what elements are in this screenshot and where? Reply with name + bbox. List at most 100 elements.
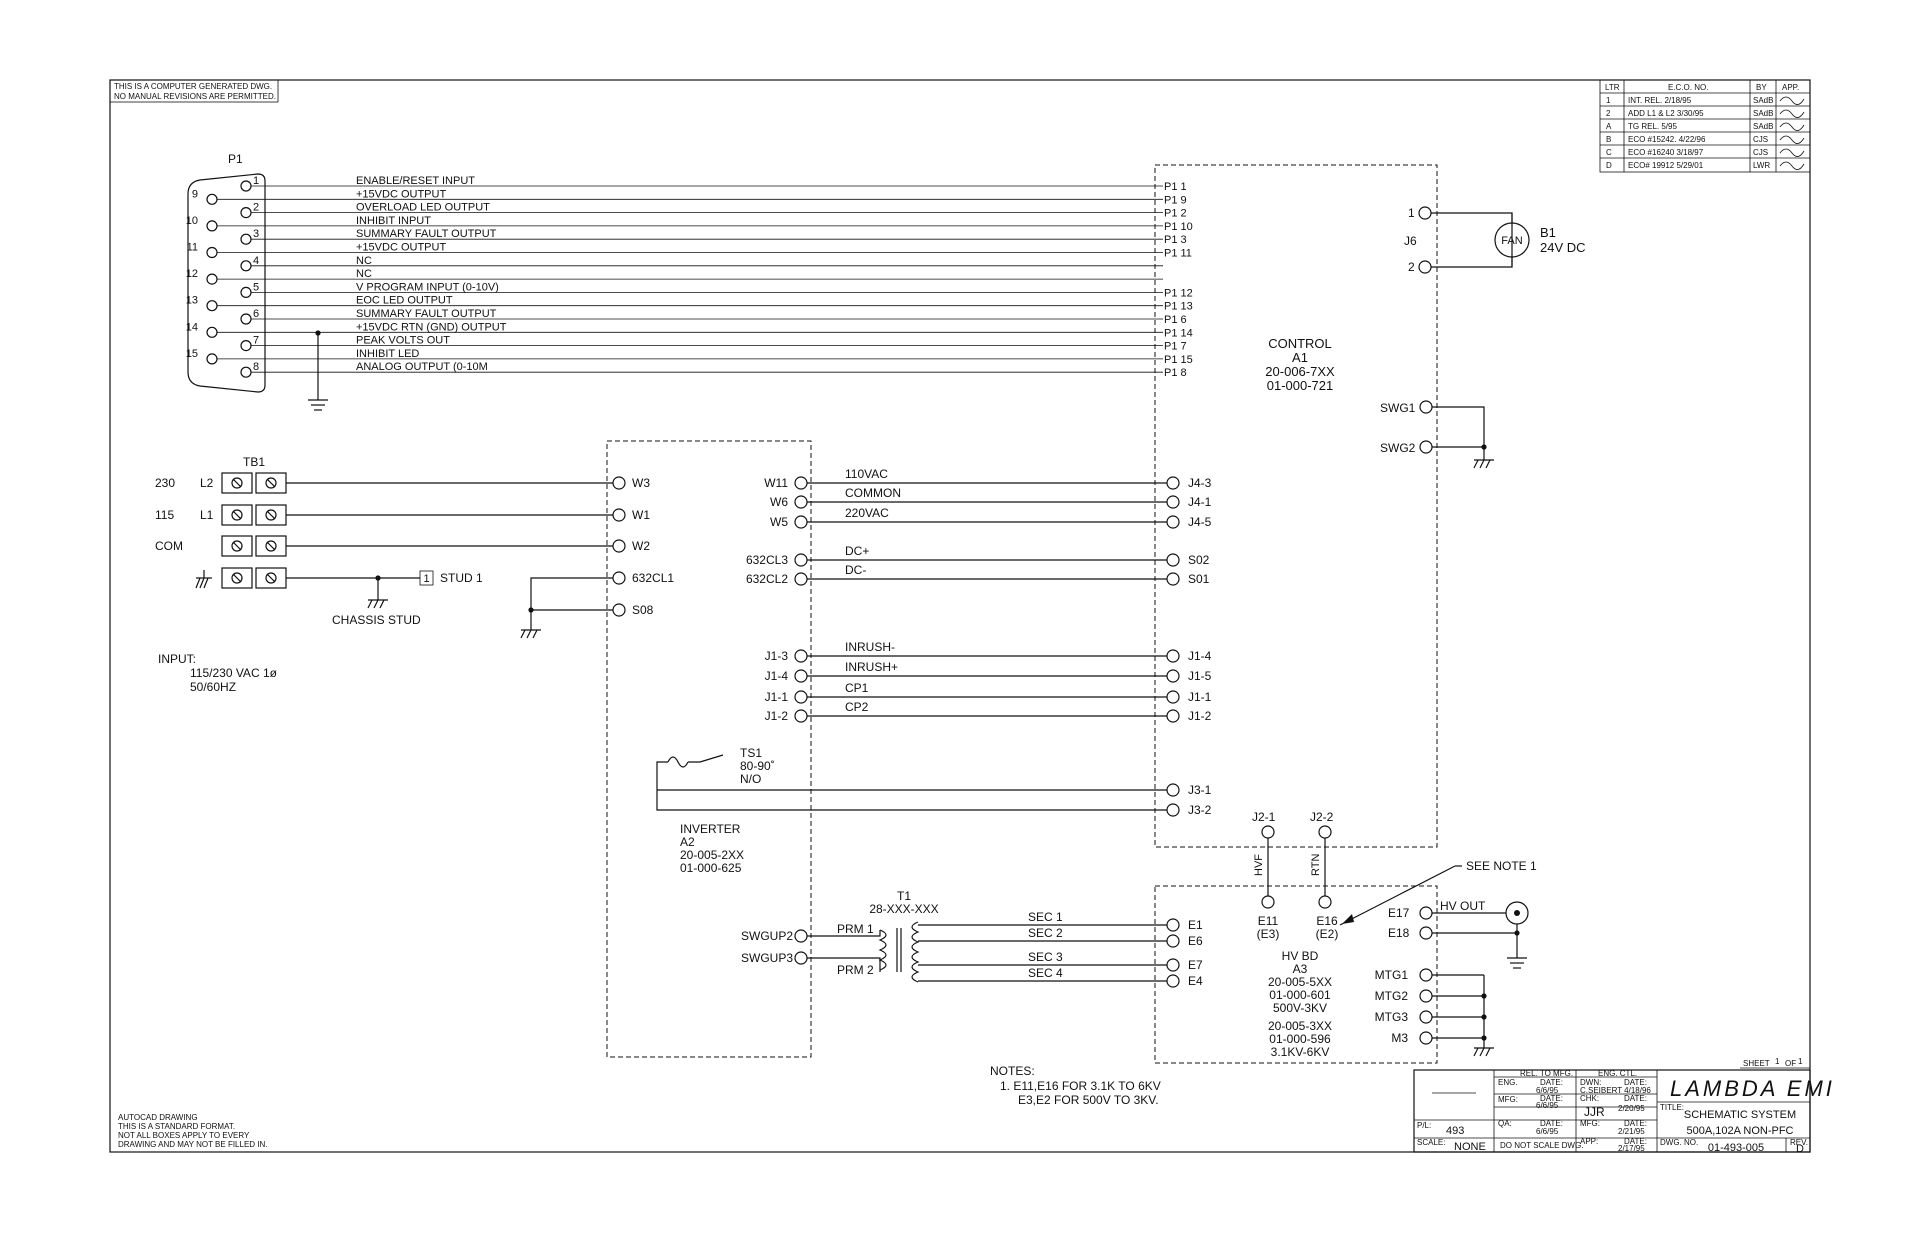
mtg-pin xyxy=(1419,1010,1433,1024)
secondary-label: SEC 3 xyxy=(1028,950,1063,964)
link-signal-label: INRUSH- xyxy=(845,640,895,654)
svg-text:W1: W1 xyxy=(632,508,650,522)
svg-text:B1: B1 xyxy=(1540,225,1556,240)
mtg-label: MTG3 xyxy=(1375,1010,1409,1024)
svg-text:DATE:: DATE: xyxy=(1624,1094,1647,1103)
p1-pin xyxy=(240,366,252,378)
mtg-pin xyxy=(1419,968,1433,982)
svg-text:2: 2 xyxy=(1408,260,1415,274)
secondary-label: SEC 2 xyxy=(1028,926,1063,940)
svg-text:AUTOCAD DRAWING: AUTOCAD DRAWING xyxy=(118,1113,198,1122)
revision-ltr: A xyxy=(1606,122,1612,131)
revision-by: CJS xyxy=(1753,135,1768,144)
svg-text:DATE:: DATE: xyxy=(1624,1078,1647,1087)
svg-text:SHEET: SHEET xyxy=(1743,1059,1770,1068)
inverter-pin xyxy=(794,515,808,529)
svg-text:HV OUT: HV OUT xyxy=(1440,899,1486,913)
signal-label: NC xyxy=(356,268,372,280)
link-signal-label: COMMON xyxy=(845,486,901,500)
p1-pin-number: 12 xyxy=(186,268,198,280)
svg-text:500A,102A NON-PFC: 500A,102A NON-PFC xyxy=(1687,1125,1794,1137)
mtg-pin xyxy=(1419,989,1433,1003)
svg-text:NOTES:: NOTES: xyxy=(990,1064,1035,1078)
svg-text:6/6/95: 6/6/95 xyxy=(1536,1101,1559,1110)
svg-text:1: 1 xyxy=(1408,206,1415,220)
svg-text:HVF: HVF xyxy=(1253,854,1265,876)
swg-ground: SWG1 SWG2 xyxy=(1380,400,1494,469)
svg-text:24V DC: 24V DC xyxy=(1540,240,1586,255)
notice-bottom: AUTOCAD DRAWING THIS IS A STANDARD FORMA… xyxy=(118,1113,268,1149)
svg-text:TB1: TB1 xyxy=(243,455,265,469)
signal-label: +15VDC OUTPUT xyxy=(356,242,446,254)
p1-pin-number: 4 xyxy=(253,255,259,267)
svg-text:P/L:: P/L: xyxy=(1417,1121,1431,1130)
hv-pin xyxy=(1166,974,1180,988)
revision-by: SAdB xyxy=(1753,122,1773,131)
inverter-pin xyxy=(794,649,808,663)
svg-text:E16: E16 xyxy=(1316,914,1338,928)
title-block: SHEET 1 OF 1 REL. TO MFG. ENG. CTL. ENG.… xyxy=(1413,1057,1835,1155)
hv-pin xyxy=(1166,934,1180,948)
svg-text:DRAWING AND MAY NOT BE FILLED: DRAWING AND MAY NOT BE FILLED IN. xyxy=(118,1140,268,1149)
control-pin-label: P1 3 xyxy=(1164,234,1187,246)
signal-label: ANALOG OUTPUT (0-10M xyxy=(356,361,488,373)
control-pin xyxy=(1166,669,1180,683)
p1-pin xyxy=(240,207,252,219)
svg-text:E17: E17 xyxy=(1388,906,1410,920)
notice-top: THIS IS A COMPUTER GENERATED DWG. NO MAN… xyxy=(109,79,279,103)
svg-text:DO NOT SCALE DWG.: DO NOT SCALE DWG. xyxy=(1500,1141,1583,1150)
svg-text:1: 1 xyxy=(1798,1057,1803,1066)
control-pin xyxy=(1166,476,1180,490)
control-pin-label: P1 7 xyxy=(1164,341,1187,353)
svg-text:1: 1 xyxy=(423,573,429,585)
control-pin-label: P1 11 xyxy=(1164,248,1192,260)
control-pin-label: P1 13 xyxy=(1164,301,1193,313)
line-label: L2 xyxy=(200,476,214,490)
inverter-pin xyxy=(794,476,808,490)
control-pin xyxy=(1166,553,1180,567)
hv-pin-label: E6 xyxy=(1188,934,1203,948)
control-pin xyxy=(1166,495,1180,509)
svg-text:APP:: APP: xyxy=(1580,1137,1598,1146)
svg-text:APP.: APP. xyxy=(1782,83,1799,92)
control-pin-label: P1 8 xyxy=(1164,367,1187,379)
svg-text:PRM 1: PRM 1 xyxy=(837,922,874,936)
svg-text:DWG. NO.: DWG. NO. xyxy=(1660,1138,1698,1147)
control-pin-label: P1 6 xyxy=(1164,314,1187,326)
approval-signature xyxy=(1779,122,1805,131)
signal-label: SUMMARY FAULT OUTPUT xyxy=(356,228,497,240)
svg-text:CHK:: CHK: xyxy=(1580,1094,1599,1103)
svg-text:SWGUP3: SWGUP3 xyxy=(741,951,793,965)
svg-text:D: D xyxy=(1796,1143,1804,1155)
svg-text:J6: J6 xyxy=(1404,234,1417,248)
svg-text:LTR: LTR xyxy=(1605,83,1620,92)
link-signal-label: CP1 xyxy=(845,681,869,695)
inverter-pin xyxy=(794,495,808,509)
p1-pin-number: 2 xyxy=(253,202,259,214)
control-pin-label: P1 9 xyxy=(1164,194,1187,206)
revision-by: LWR xyxy=(1753,161,1770,170)
svg-text:J2-2: J2-2 xyxy=(1310,810,1334,824)
svg-text:MFG:: MFG: xyxy=(1498,1095,1518,1104)
p1-pin xyxy=(240,313,252,325)
svg-text:DATE:: DATE: xyxy=(1624,1119,1647,1128)
secondary-label: SEC 4 xyxy=(1028,966,1063,980)
inverter-board-outline xyxy=(606,440,812,1058)
svg-text:2/20/95: 2/20/95 xyxy=(1618,1104,1645,1113)
svg-text:QA:: QA: xyxy=(1498,1119,1512,1128)
svg-text:E11: E11 xyxy=(1258,914,1279,928)
control-pin-label: J4-1 xyxy=(1188,495,1212,509)
p1-pin xyxy=(240,233,252,245)
svg-text:E18: E18 xyxy=(1388,926,1410,940)
svg-text:OF: OF xyxy=(1785,1059,1796,1068)
svg-text:LAMBDA EMI: LAMBDA EMI xyxy=(1670,1076,1835,1101)
p1-pin xyxy=(206,246,218,259)
p1-pin-number: 9 xyxy=(192,188,198,200)
inverter-pin-label: W11 xyxy=(764,476,788,490)
link-signal-label: DC- xyxy=(845,563,866,577)
p1-pin xyxy=(240,260,252,272)
terminal xyxy=(221,504,253,526)
mtg-pin xyxy=(1419,1031,1433,1045)
transformer-t1: T1 28-XXX-XXX SWGUP2 SWGUP3 PRM 1 PRM 2 … xyxy=(741,889,1203,988)
